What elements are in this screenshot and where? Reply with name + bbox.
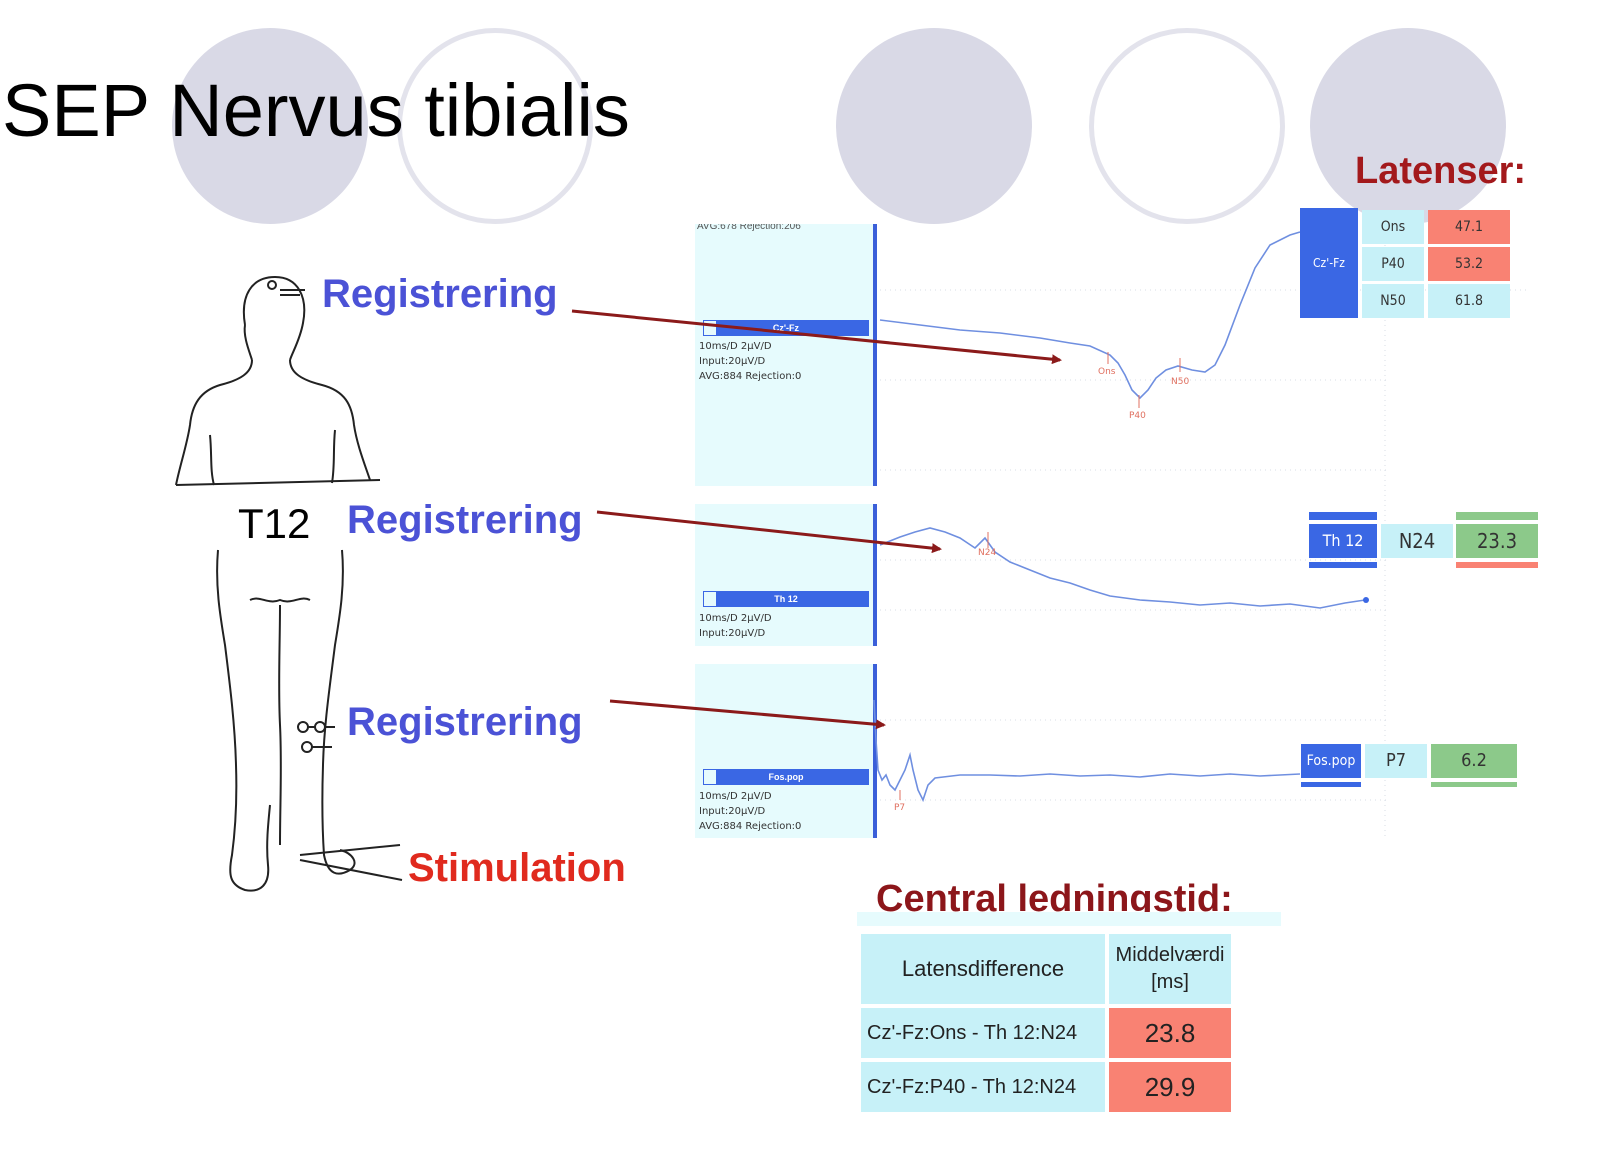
channel-label-fospop: Fos.pop: [1301, 744, 1361, 778]
decorative-circle: [836, 28, 1032, 224]
latenser-fospop-block: Fos.pop P7 6.2: [1301, 742, 1517, 790]
arrow-registration-head: [571, 309, 1062, 365]
panel-top-text: AVG:678 Rejection:206: [697, 224, 801, 232]
signal-panel-th12: Th 12 10ms/D 2µV/D Input:20µV/D: [695, 504, 877, 646]
decorative-circle: [1089, 28, 1285, 224]
panel-channel-header: Cz'-Fz: [703, 320, 869, 336]
table-row: Latensdifference Middelværdi [ms]: [861, 934, 1231, 1004]
registration-label-knee: Registrering: [347, 700, 583, 744]
arrow-registration-knee: [609, 699, 886, 730]
latency-label-ons: Ons: [1362, 210, 1424, 244]
header-mean-value: Middelværdi [ms]: [1109, 934, 1231, 1004]
marker-n50: N50: [1171, 377, 1189, 387]
latency-label-n24: N24: [1381, 524, 1453, 558]
t12-label: T12: [238, 500, 311, 547]
header-latency-difference: Latensdifference: [861, 934, 1105, 1004]
latenser-title: Latenser:: [1355, 150, 1527, 192]
marker-n24: N24: [978, 548, 996, 558]
latenser-th12-block: Th 12 N24 23.3: [1309, 512, 1539, 574]
latency-value-p40: 53.2: [1428, 247, 1510, 281]
marker-p40: P40: [1129, 411, 1146, 421]
trace-th12: [879, 527, 1366, 609]
signal-panel-fospop: Fos.pop 10ms/D 2µV/D Input:20µV/D AVG:88…: [695, 664, 877, 838]
marker-ons: Ons: [1098, 367, 1116, 377]
latency-label-n50: N50: [1362, 284, 1424, 318]
slide-title: SEP Nervus tibialis: [2, 69, 630, 152]
row-value: 23.8: [1109, 1008, 1231, 1058]
panel-info: 10ms/D 2µV/D Input:20µV/D: [699, 613, 772, 639]
latency-value-n50: 61.8: [1428, 284, 1510, 318]
channel-label-czfz: Cz'-Fz: [1300, 208, 1358, 318]
decorative-circle: [172, 28, 368, 224]
channel-label-th12: Th 12: [1309, 524, 1377, 558]
panel-channel-header: Fos.pop: [703, 769, 869, 785]
central-conduction-table: Latensdifference Middelværdi [ms] Cz'-Fz…: [857, 930, 1235, 1116]
panel-info: 10ms/D 2µV/D Input:20µV/D AVG:884 Reject…: [699, 341, 802, 382]
arrow-registration-t12: [596, 510, 942, 554]
body-figure-illustration: [175, 275, 403, 892]
registration-label-head: Registrering: [322, 272, 558, 316]
decorative-circle: [397, 28, 593, 224]
signal-panel-czfz: AVG:678 Rejection:206 Cz'-Fz 10ms/D 2µV/…: [695, 224, 877, 486]
latency-label-p7: P7: [1365, 744, 1427, 778]
latency-value-ons: 47.1: [1428, 210, 1510, 244]
trace-fospop: [873, 699, 1301, 803]
row-label: Cz'-Fz:Ons - Th 12:N24: [861, 1008, 1105, 1058]
trace-czfz: [879, 231, 1301, 400]
table-row: Cz'-Fz:Ons - Th 12:N24 23.8: [861, 1008, 1231, 1058]
latency-value-p7: 6.2: [1431, 744, 1517, 778]
latency-value-n24: 23.3: [1456, 524, 1538, 558]
marker-p7: P7: [894, 803, 905, 813]
row-label: Cz'-Fz:P40 - Th 12:N24: [861, 1062, 1105, 1112]
row-value: 29.9: [1109, 1062, 1231, 1112]
latenser-czfz-block: Cz'-Fz Ons 47.1 P40 53.2 N50 61.8: [1300, 208, 1512, 320]
table-row: Cz'-Fz:P40 - Th 12:N24 29.9: [861, 1062, 1231, 1112]
panel-channel-header: Th 12: [703, 591, 869, 607]
decorative-circle: [1310, 28, 1506, 224]
registration-label-t12: Registrering: [347, 498, 583, 542]
stimulation-label: Stimulation: [408, 846, 626, 890]
panel-info: 10ms/D 2µV/D Input:20µV/D AVG:884 Reject…: [699, 791, 802, 832]
latency-label-p40: P40: [1362, 247, 1424, 281]
